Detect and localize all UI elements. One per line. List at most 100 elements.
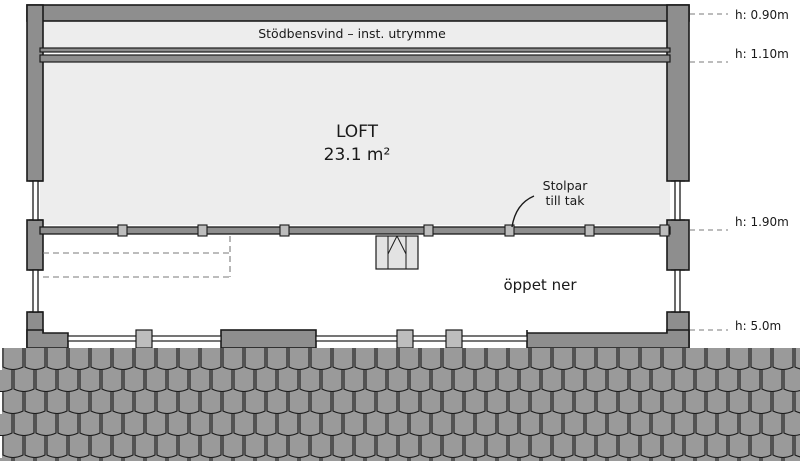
roof-tile bbox=[585, 458, 607, 461]
ladder-hatch bbox=[375, 235, 419, 270]
roof-tile bbox=[783, 370, 800, 393]
roof-tile bbox=[574, 436, 596, 459]
roof-tile bbox=[24, 436, 46, 459]
height-lines bbox=[690, 13, 728, 331]
roof-tile bbox=[244, 348, 266, 371]
roof-tile bbox=[134, 348, 156, 371]
roof-tile bbox=[684, 348, 706, 371]
roof-tile bbox=[442, 436, 464, 459]
left-wall-upper bbox=[26, 4, 44, 182]
roof-tile bbox=[101, 370, 123, 393]
right-wall-upper bbox=[666, 4, 690, 182]
roof-tile bbox=[662, 392, 684, 415]
roof-tile bbox=[497, 458, 519, 461]
post-pairs-leader bbox=[511, 195, 535, 228]
roof-tile bbox=[35, 370, 57, 393]
roof-tile bbox=[2, 348, 24, 371]
roof-tile bbox=[508, 436, 530, 459]
roof-tile bbox=[233, 458, 255, 461]
roof-tile bbox=[310, 392, 332, 415]
bottom-wall-center bbox=[220, 329, 317, 349]
roof-tile bbox=[464, 392, 486, 415]
roof-tile bbox=[156, 348, 178, 371]
roof-tile bbox=[651, 414, 673, 437]
front-windows bbox=[67, 329, 528, 349]
roof-tile bbox=[299, 370, 321, 393]
roof-tile bbox=[200, 348, 222, 371]
roof-tile bbox=[57, 458, 79, 461]
roof-tile bbox=[178, 348, 200, 371]
roof-tile bbox=[222, 348, 244, 371]
roof-tile bbox=[266, 348, 288, 371]
roof-tile bbox=[783, 414, 800, 437]
roof-tile bbox=[167, 370, 189, 393]
dashed-outline bbox=[43, 236, 231, 278]
roof-tile bbox=[112, 436, 134, 459]
roof-tile bbox=[0, 458, 13, 461]
roof-tile bbox=[68, 392, 90, 415]
roof-tile bbox=[739, 414, 761, 437]
roof-tiles bbox=[0, 348, 800, 461]
roof-tile bbox=[2, 392, 24, 415]
roof-tile bbox=[772, 436, 794, 459]
roof-tile bbox=[706, 392, 728, 415]
roof-tile bbox=[651, 370, 673, 393]
roof-tile bbox=[739, 370, 761, 393]
roof-tile bbox=[277, 414, 299, 437]
roof-tile bbox=[464, 436, 486, 459]
roof-tile bbox=[530, 392, 552, 415]
roof-tile bbox=[728, 392, 750, 415]
roof-tile bbox=[167, 414, 189, 437]
roof-tile bbox=[57, 414, 79, 437]
roof-tile bbox=[101, 458, 123, 461]
roof-tile bbox=[739, 458, 761, 461]
roof-tile bbox=[288, 436, 310, 459]
loft-edge-beam bbox=[39, 224, 671, 237]
roof-tile bbox=[211, 414, 233, 437]
roof-tile bbox=[596, 392, 618, 415]
roof-tile bbox=[552, 392, 574, 415]
roof-tile bbox=[68, 348, 90, 371]
roof-tile bbox=[332, 436, 354, 459]
roof-tile bbox=[519, 414, 541, 437]
roof-tile bbox=[761, 414, 783, 437]
roof-tile bbox=[442, 392, 464, 415]
roof-tile bbox=[706, 436, 728, 459]
height-label-1-90: h: 1.90m bbox=[735, 215, 789, 229]
roof-tile bbox=[431, 370, 453, 393]
roof-tile bbox=[233, 414, 255, 437]
roof-tile bbox=[2, 436, 24, 459]
roof-tile bbox=[288, 392, 310, 415]
roof-tile bbox=[618, 348, 640, 371]
loft-area-label: 23.1 m² bbox=[324, 145, 391, 165]
roof-tile bbox=[211, 370, 233, 393]
roof-tile bbox=[387, 370, 409, 393]
roof-tile bbox=[673, 414, 695, 437]
roof-tile bbox=[431, 458, 453, 461]
roof-tile bbox=[563, 414, 585, 437]
roof-tile bbox=[420, 436, 442, 459]
roof-tile bbox=[134, 436, 156, 459]
roof-tile bbox=[519, 458, 541, 461]
roof-tile bbox=[640, 348, 662, 371]
roof-tile bbox=[46, 348, 68, 371]
roof-tile bbox=[46, 392, 68, 415]
outer-walls bbox=[26, 4, 690, 349]
roof-tile bbox=[167, 458, 189, 461]
roof-tile bbox=[530, 436, 552, 459]
roof-tile bbox=[794, 436, 800, 458]
roof-tile bbox=[673, 370, 695, 393]
roof-tile bbox=[563, 370, 585, 393]
roof-tile bbox=[343, 414, 365, 437]
roof-tile bbox=[288, 348, 310, 371]
roof-tile bbox=[145, 370, 167, 393]
roof-tile bbox=[420, 348, 442, 371]
roof-tile bbox=[244, 392, 266, 415]
roof-tile bbox=[717, 458, 739, 461]
roof-tile bbox=[112, 392, 134, 415]
roof-tile bbox=[409, 458, 431, 461]
roof-tile bbox=[607, 458, 629, 461]
roof-tile bbox=[585, 370, 607, 393]
roof-tile bbox=[354, 436, 376, 459]
